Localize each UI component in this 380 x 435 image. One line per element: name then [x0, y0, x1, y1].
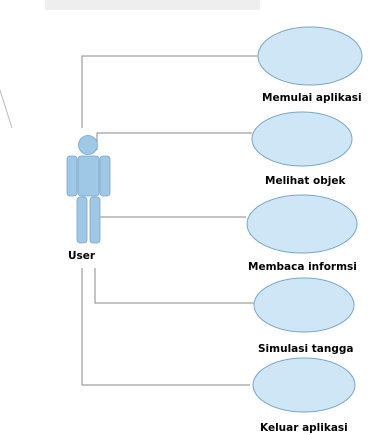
use-case-simulasi-tangga[interactable]: [253, 277, 355, 333]
use-case-keluar-aplikasi[interactable]: [252, 357, 356, 413]
connector-keluar-aplikasi: [81, 268, 250, 386]
use-case-label: Membaca informsi: [248, 261, 357, 273]
connector-melihat-objek: [96, 132, 252, 150]
use-case-memulai-aplikasi[interactable]: [257, 26, 363, 86]
actor-label: User: [68, 250, 96, 262]
connectors: [81, 55, 258, 386]
use-case-melihat-objek[interactable]: [251, 111, 353, 167]
top-bar: [45, 0, 260, 10]
use-case-membaca-informsi[interactable]: [246, 194, 358, 254]
connector-memulai-aplikasi: [81, 55, 258, 128]
connector-simulasi-tangga: [94, 268, 255, 304]
person-icon: [66, 135, 111, 244]
use-case-label: Melihat objek: [265, 175, 346, 187]
edge-mark: [0, 89, 13, 129]
use-case-label: Memulai aplikasi: [262, 92, 362, 104]
use-case-label: Keluar aplikasi: [260, 422, 348, 434]
use-case-label: Simulasi tangga: [258, 343, 353, 355]
